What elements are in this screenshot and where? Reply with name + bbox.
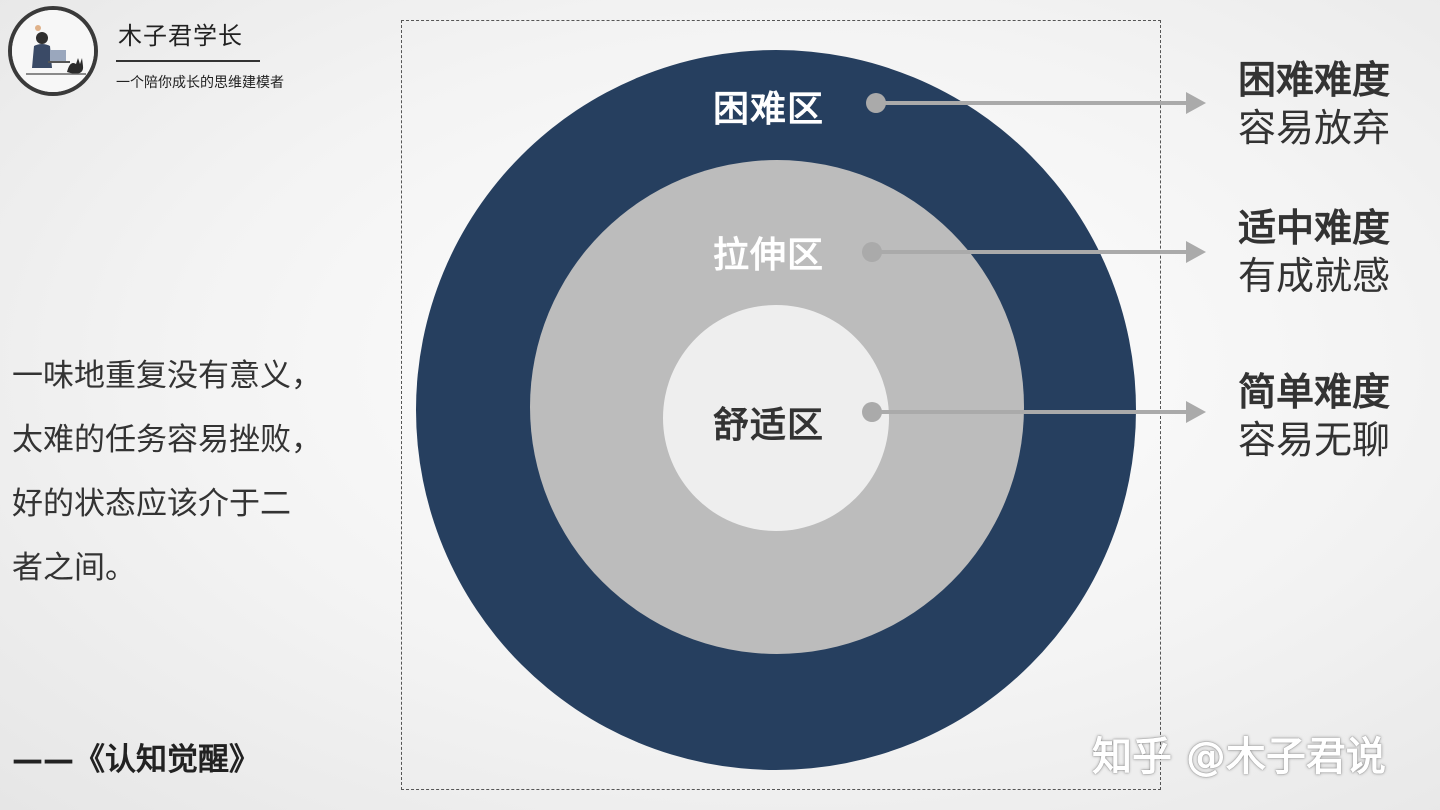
- comfort-zone-circle: [663, 305, 889, 531]
- quote-line: 者之间。: [12, 550, 136, 586]
- brand-logo: [8, 6, 98, 96]
- brand-subtitle: 一个陪你成长的思维建模者: [116, 75, 284, 91]
- quote-source: ——《认知觉醒》: [12, 742, 260, 778]
- quote-line: 太难的任务容易挫败，: [12, 422, 322, 458]
- zone-difficulty-desc: 容易无聊: [1238, 418, 1391, 462]
- zone-difficulty-title: 简单难度: [1238, 370, 1391, 414]
- zone-description-hard: 困难难度 容易放弃: [1238, 56, 1390, 152]
- brand-title: 木子君学长: [118, 22, 243, 50]
- zone-difficulty-desc: 有成就感: [1238, 254, 1391, 298]
- brand-divider: [116, 60, 260, 62]
- quote-text: 一味地重复没有意义， 太难的任务容易挫败， 好的状态应该介于二 者之间。: [12, 344, 372, 600]
- connector-arrow-stretch: [862, 241, 1206, 263]
- connector-arrow-hard: [866, 92, 1206, 114]
- zone-difficulty-title: 适中难度: [1238, 206, 1391, 250]
- person-with-cat-icon: [12, 10, 94, 92]
- watermark: 知乎 @木子君说: [1092, 734, 1386, 780]
- zone-difficulty-title: 困难难度: [1238, 58, 1391, 102]
- quote-line: 好的状态应该介于二: [12, 486, 291, 522]
- zone-description-comfort: 简单难度 容易无聊: [1238, 368, 1390, 464]
- diagram-frame: [401, 20, 1161, 790]
- zone-label-comfort: 舒适区: [713, 405, 825, 446]
- quote-line: 一味地重复没有意义，: [12, 358, 322, 394]
- zone-description-stretch: 适中难度 有成就感: [1238, 204, 1390, 300]
- zone-difficulty-desc: 容易放弃: [1238, 106, 1391, 150]
- connector-arrow-comfort: [862, 401, 1206, 423]
- zone-label-hard: 困难区: [713, 89, 825, 130]
- zone-label-stretch: 拉伸区: [713, 235, 825, 276]
